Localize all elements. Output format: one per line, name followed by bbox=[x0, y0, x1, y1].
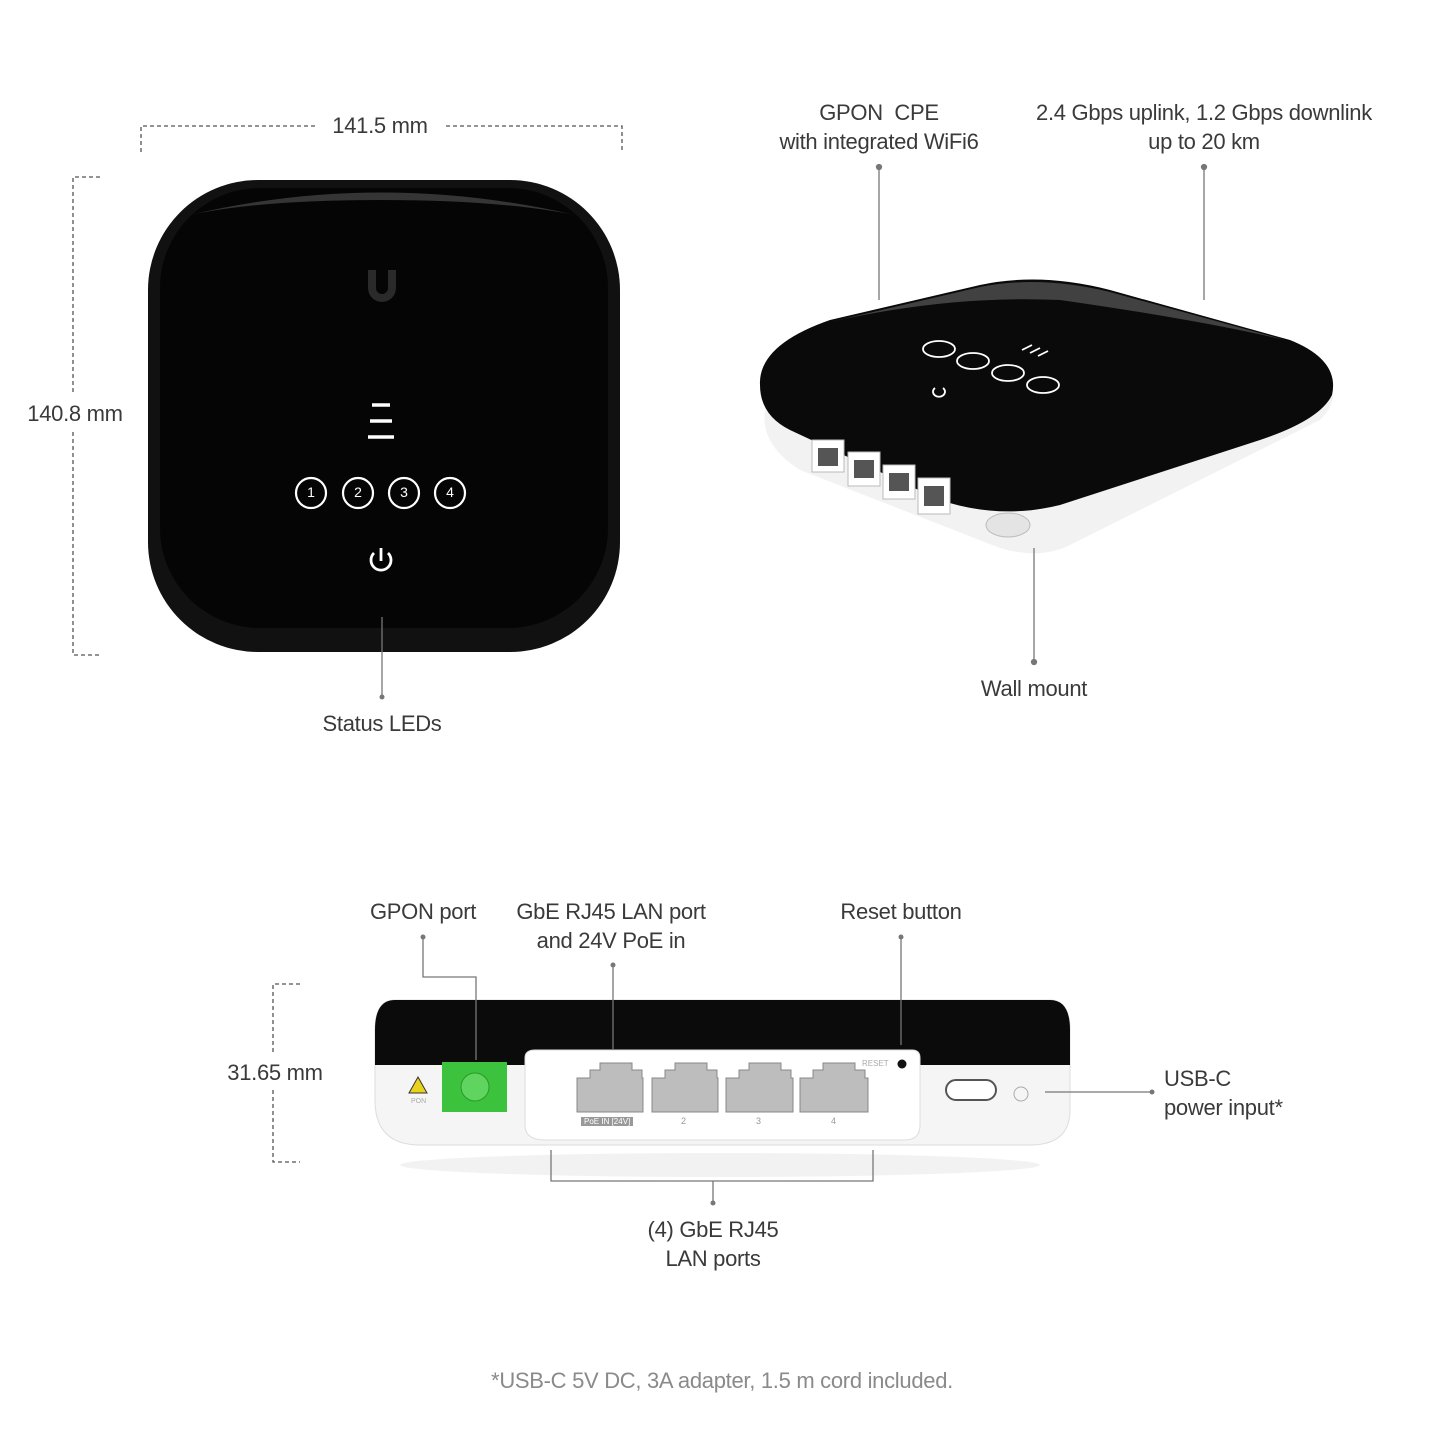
lan-poe-line-1: GbE RJ45 LAN port bbox=[516, 899, 706, 924]
footnote: *USB-C 5V DC, 3A adapter, 1.5 m cord inc… bbox=[491, 1368, 953, 1393]
height-dimension-line bbox=[72, 176, 100, 656]
gpon-cpe-callout: GPON CPE with integrated WiFi6 bbox=[779, 98, 978, 156]
port-label-2: 2 bbox=[681, 1116, 687, 1126]
lan-ports-callout: (4) GbE RJ45 LAN ports bbox=[648, 1215, 779, 1273]
lan-poe-callout: GbE RJ45 LAN port and 24V PoE in bbox=[516, 897, 706, 955]
lan-ports-line-1: (4) GbE RJ45 bbox=[647, 1217, 779, 1242]
rj45-ports bbox=[576, 1062, 869, 1113]
status-leds-callout: Status LEDs bbox=[322, 711, 442, 736]
led-label-3: 3 bbox=[400, 484, 408, 500]
usbc-callout: USB-C power input* bbox=[1164, 1064, 1283, 1122]
led-label-2: 2 bbox=[354, 484, 362, 500]
width-dimension-line bbox=[140, 125, 623, 152]
pon-label: PON bbox=[411, 1098, 427, 1105]
reset-button-icon bbox=[897, 1059, 907, 1069]
usbc-line-2: power input* bbox=[1164, 1095, 1283, 1120]
reset-label: RESET bbox=[862, 1059, 889, 1068]
wall-mount-callout: Wall mount bbox=[980, 676, 1088, 701]
lan-ports-line-2: LAN ports bbox=[665, 1246, 761, 1271]
side-view-device bbox=[374, 999, 1071, 1177]
status-led-circles bbox=[294, 476, 467, 510]
width-label: 141.5 mm bbox=[332, 113, 428, 138]
port-label-1: PoE IN [24V] bbox=[581, 1117, 634, 1126]
power-icon bbox=[369, 548, 393, 572]
reset-callout: Reset button bbox=[840, 899, 962, 924]
wall-mount-slot-icon bbox=[985, 512, 1031, 538]
depth-dimension-line bbox=[272, 983, 300, 1163]
gpon-cpe-line-1: GPON CPE bbox=[819, 100, 939, 125]
led-label-1: 1 bbox=[307, 484, 315, 500]
usb-c-port-icon bbox=[945, 1079, 997, 1101]
power-bolt-icon bbox=[1013, 1086, 1029, 1102]
uplink-callout: 2.4 Gbps uplink, 1.2 Gbps downlink up to… bbox=[1036, 98, 1372, 156]
led-3-icon bbox=[387, 476, 421, 510]
height-label: 140.8 mm bbox=[27, 401, 123, 426]
uplink-line-1: 2.4 Gbps uplink, 1.2 Gbps downlink bbox=[1036, 100, 1372, 125]
laser-warning-icon bbox=[408, 1075, 428, 1094]
menu-bars-icon bbox=[368, 403, 394, 439]
ubiquiti-logo-icon bbox=[368, 270, 396, 302]
lan-poe-line-2: and 24V PoE in bbox=[536, 928, 686, 953]
led-label-4: 4 bbox=[446, 484, 454, 500]
uplink-line-2: up to 20 km bbox=[1148, 129, 1260, 154]
depth-label: 31.65 mm bbox=[227, 1060, 323, 1085]
led-4-icon bbox=[433, 476, 467, 510]
usbc-line-1: USB-C bbox=[1164, 1066, 1231, 1091]
led-1-icon bbox=[294, 476, 328, 510]
port-label-3: 3 bbox=[756, 1116, 762, 1126]
front-view-device bbox=[148, 180, 620, 652]
port-label-4: 4 bbox=[831, 1116, 837, 1126]
led-2-icon bbox=[341, 476, 375, 510]
gpon-cpe-line-2: with integrated WiFi6 bbox=[779, 129, 979, 154]
isometric-view-device bbox=[759, 279, 1334, 554]
gpon-port-callout: GPON port bbox=[369, 899, 477, 924]
